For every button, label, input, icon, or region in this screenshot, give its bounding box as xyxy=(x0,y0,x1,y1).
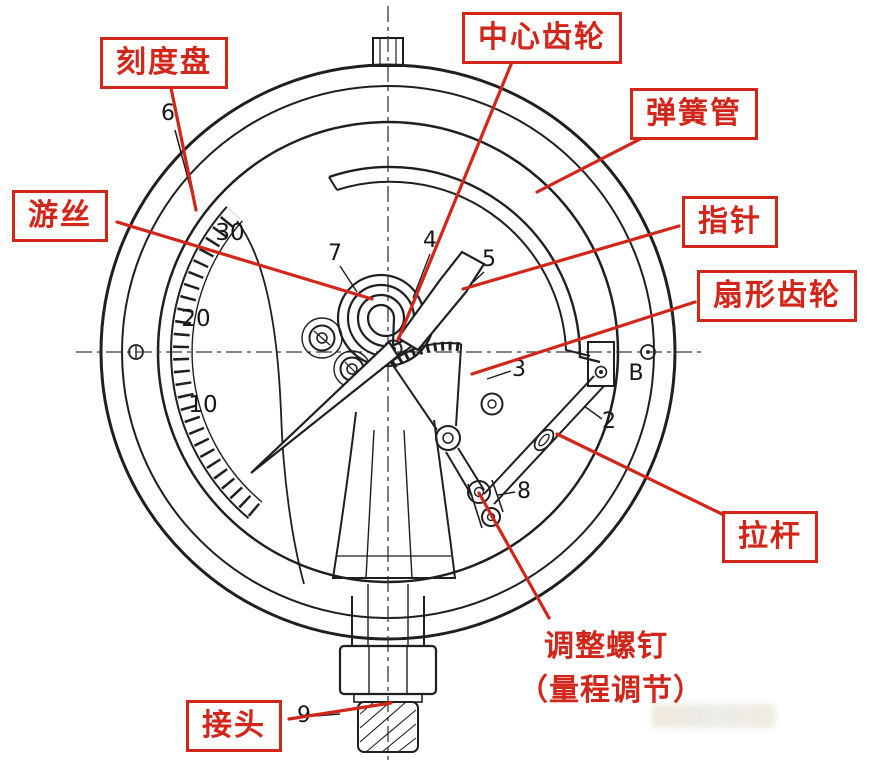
watermark xyxy=(652,704,776,728)
leader-adjust-screw xyxy=(477,491,551,620)
leader-link-rod xyxy=(555,432,728,518)
callout-dial-label: 刻度盘 xyxy=(116,46,212,79)
callout-connector-label: 接头 xyxy=(202,709,266,742)
link-rod xyxy=(483,375,605,505)
part-number-adjust-screw: 8 xyxy=(517,479,531,504)
callout-link-rod: 拉杆 xyxy=(722,511,818,563)
leader-bourdon-tube xyxy=(535,133,650,194)
adjustment-screws xyxy=(467,392,504,529)
sector-gear xyxy=(389,341,485,497)
scale-value-30: 30 xyxy=(215,220,244,246)
tick-marks xyxy=(173,208,261,517)
bridge-screw-1 xyxy=(308,324,336,352)
callout-dial: 刻度盘 xyxy=(100,37,228,89)
point-label-b: B xyxy=(628,361,643,386)
callout-sector-gear: 扇形齿轮 xyxy=(697,270,857,322)
part-number-hairspring: 7 xyxy=(328,241,342,266)
part-number-pointer: 5 xyxy=(482,247,496,272)
part-number-dial: 6 xyxy=(161,101,175,126)
movement-mechanism xyxy=(250,250,605,529)
callout-center-gear-label: 中心齿轮 xyxy=(478,21,606,54)
movement-body xyxy=(331,411,457,579)
callout-hairspring: 游丝 xyxy=(12,190,108,242)
part-number-link-rod: 2 xyxy=(602,409,616,434)
leader-sector-gear xyxy=(470,300,697,376)
callout-pointer-label: 指针 xyxy=(698,205,762,238)
bourdon-tube xyxy=(328,165,615,387)
dial-scale xyxy=(170,129,305,585)
part-number-sector-gear: 3 xyxy=(512,357,526,382)
tube-end-fitting xyxy=(587,341,615,387)
leader-dial xyxy=(168,81,198,212)
callout-adjust-screw-sublabel: （量程调节） xyxy=(518,673,704,707)
pointer-tail xyxy=(396,250,486,352)
callout-sector-gear-label: 扇形齿轮 xyxy=(713,279,841,312)
hairspring-spiral xyxy=(336,273,436,368)
callout-adjust-screw-label: 调整螺钉 xyxy=(544,630,668,663)
callout-link-rod-label: 拉杆 xyxy=(738,520,802,553)
scale-value-20: 20 xyxy=(181,306,210,332)
leader-pointer xyxy=(461,224,681,291)
callout-center-gear: 中心齿轮 xyxy=(462,12,622,64)
scale-value-10: 10 xyxy=(188,392,217,418)
pointer-needle xyxy=(250,250,486,474)
leader-hairspring xyxy=(115,220,374,301)
part-number-center-gear: 4 xyxy=(423,228,437,253)
callout-adjust-screw: 调整螺钉 （量程调节） xyxy=(518,625,704,712)
callout-connector: 接头 xyxy=(186,700,282,752)
leader-center-gear xyxy=(396,60,514,342)
callout-pointer: 指针 xyxy=(682,196,778,248)
callout-hairspring-label: 游丝 xyxy=(28,199,92,232)
leader-connector xyxy=(287,701,393,721)
part-numbers: 6 30 20 10 7 4 5 3 2 8 9 B xyxy=(161,101,644,728)
leader-lines xyxy=(115,60,728,721)
callout-bourdon-tube-label: 弹簧管 xyxy=(646,97,742,130)
callout-bourdon-tube: 弹簧管 xyxy=(630,88,758,140)
